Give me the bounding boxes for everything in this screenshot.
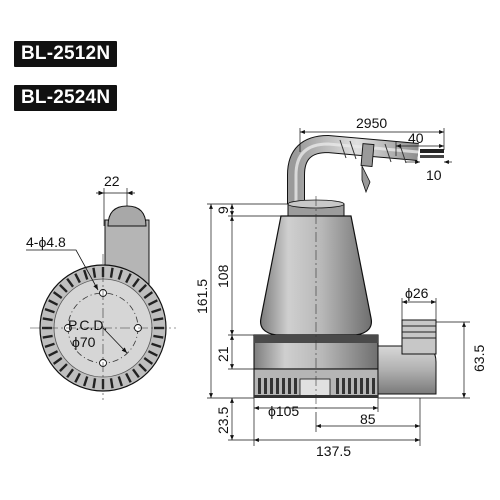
dim-outlet-height: 63.5 (471, 345, 487, 372)
outlet-pipe (401, 319, 437, 355)
grille-slot (52, 357, 63, 365)
grille-slot (151, 342, 162, 348)
strainer-slot (366, 378, 369, 394)
dim-total-width: 137.5 (316, 443, 351, 459)
strainer-slot (354, 378, 357, 394)
grille-slot (153, 317, 164, 322)
grille-slot (83, 376, 89, 387)
grille-slot (125, 273, 132, 284)
grille-slot (109, 267, 114, 278)
dim-cable-length: 2950 (356, 115, 387, 131)
strainer-slot (264, 378, 267, 394)
grille-slot (117, 376, 123, 387)
grille-slot (66, 368, 74, 379)
side-dimensions (207, 128, 470, 446)
side-view (253, 134, 444, 412)
grille-slot (59, 284, 68, 293)
grille-slot (138, 363, 147, 372)
grille-slot (117, 269, 123, 280)
dim-body-height: 108 (215, 264, 231, 288)
grille-slot (143, 291, 154, 299)
model-badge-bl-2512n: BL-2512N (14, 41, 118, 67)
dim-total-height: 161.5 (194, 279, 210, 314)
grille-slot (66, 277, 74, 288)
grille-slot (153, 334, 164, 339)
grille-slot (42, 334, 53, 339)
dim-cable-end: 10 (426, 167, 442, 183)
strainer-slot (348, 378, 351, 394)
grille-slot (83, 269, 89, 280)
grille-slot (48, 350, 59, 357)
strainer-slots (258, 378, 375, 394)
grille-slot (138, 284, 147, 293)
strainer-slot (282, 378, 285, 394)
grille-slot (59, 363, 68, 372)
dim-base-height: 23.5 (215, 407, 231, 434)
dim-lower-body: 21 (215, 346, 231, 362)
strainer-slot (276, 378, 279, 394)
dim-pcd-value: ϕ70 (72, 334, 96, 350)
grille-slot (143, 357, 154, 365)
dim-outlet-dia: ϕ26 (405, 285, 429, 301)
grille-slot (109, 378, 114, 389)
strainer-slot (342, 378, 345, 394)
grille-slot (92, 267, 97, 278)
grille-slot (74, 273, 81, 284)
dim-pcd-label: P.C.D. (68, 317, 107, 333)
dim-top-offset: 22 (104, 173, 120, 189)
strainer-slot (258, 378, 261, 394)
grille-slot (42, 317, 53, 322)
top-view (26, 188, 176, 400)
strainer-slot (294, 378, 297, 394)
model-badge-bl-2524n: BL-2524N (14, 85, 118, 111)
grille-slot (48, 299, 59, 306)
dim-cable-strip: 40 (408, 130, 424, 146)
dim-outlet-reach: 85 (360, 411, 376, 427)
grille-slot (74, 372, 81, 383)
grille-slot (147, 299, 158, 306)
grille-slot (125, 372, 132, 383)
dim-top-cap: 9 (215, 206, 231, 214)
grille-slot (147, 350, 158, 357)
strainer-slot (360, 378, 363, 394)
grille-slot (151, 308, 162, 314)
grille-slot (44, 342, 55, 348)
dim-holes: 4-ϕ4.8 (26, 234, 66, 250)
strainer-slot (372, 378, 375, 394)
grille-slot (132, 368, 140, 379)
dim-base-dia: ϕ105 (268, 403, 299, 419)
cable-clamp (360, 143, 375, 167)
strainer-slot (288, 378, 291, 394)
grille-slot (44, 308, 55, 314)
grille-slot (132, 277, 140, 288)
strainer-slot (336, 378, 339, 394)
strainer-slot (270, 378, 273, 394)
grille-slot (92, 378, 97, 389)
grille-slot (52, 291, 63, 299)
